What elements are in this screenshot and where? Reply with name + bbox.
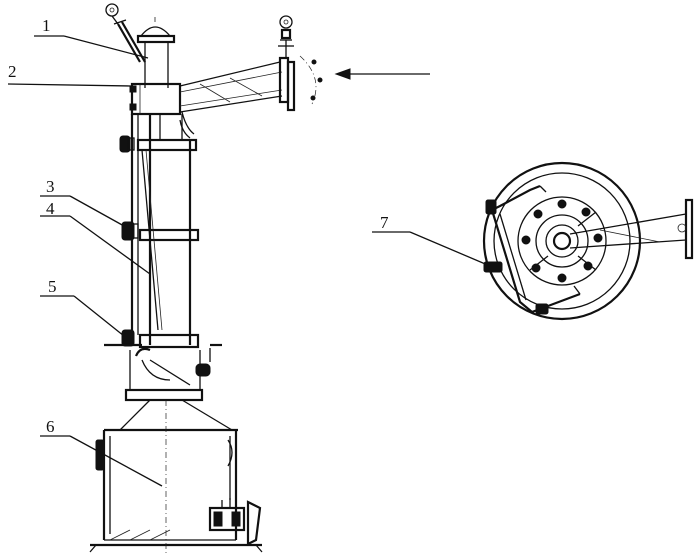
- top-flange: [136, 34, 176, 44]
- callout-labels: 1 2 3 4 5 6 7: [8, 16, 389, 436]
- header-box: [130, 82, 182, 116]
- pressure-gauge-right: [278, 15, 294, 58]
- inlet-arrow: [334, 68, 430, 80]
- callout-3: 3: [46, 177, 55, 196]
- clamp-lower: [104, 329, 142, 347]
- plan-handle: [483, 184, 581, 315]
- clamp-upper: [119, 135, 135, 153]
- flange-3: [138, 333, 200, 349]
- valve-body: [124, 343, 222, 402]
- inlet-arm: [179, 56, 296, 139]
- callout-4: 4: [46, 199, 55, 218]
- flange-2: [138, 228, 200, 242]
- plan-outer-ring: [482, 161, 642, 321]
- plan-bolt-holes: [521, 199, 603, 283]
- storage-tank: [89, 399, 263, 553]
- plan-view: [482, 161, 694, 321]
- elevation-view: [89, 3, 430, 556]
- plan-flange-ring: [517, 196, 607, 286]
- clamp-middle: [121, 221, 139, 241]
- top-cap: [140, 26, 171, 37]
- callout-1: 1: [42, 16, 51, 35]
- callout-5: 5: [48, 277, 57, 296]
- callout-7: 7: [380, 213, 389, 232]
- callout-6: 6: [46, 417, 55, 436]
- pressure-gauge-left: [105, 3, 146, 63]
- leader-lines: [7, 35, 491, 487]
- flange-1: [136, 138, 198, 152]
- callout-2: 2: [8, 62, 17, 81]
- plan-arm: [569, 198, 694, 260]
